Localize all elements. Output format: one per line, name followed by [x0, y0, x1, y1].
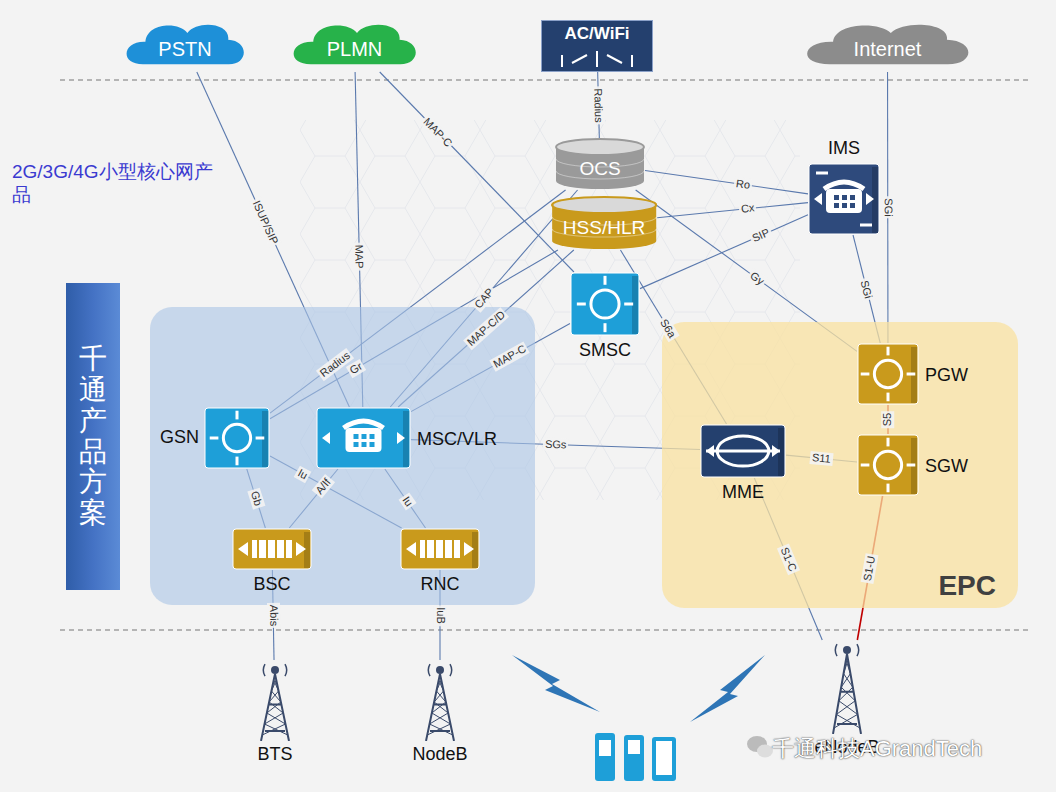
interface-label: MAP-C/D: [463, 307, 509, 350]
label-holder: RNC: [380, 574, 500, 595]
phones: [595, 733, 676, 781]
label-holder: 千通科技AGrandTech: [772, 734, 982, 764]
tower-icon: [245, 660, 305, 741]
interface-label: Cx: [738, 201, 757, 216]
box-label: AC/WiFi: [542, 21, 652, 44]
node-label: GSN: [160, 427, 199, 448]
section-title: 2G/3G/4G小型核心网产品: [12, 160, 227, 206]
internet-cloud: Internet: [805, 20, 970, 72]
interface-label: Iu: [398, 492, 416, 510]
interface-label: SGs: [543, 438, 569, 452]
interface-label: MAP-C: [420, 113, 457, 150]
pstn-cloud: PSTN: [125, 20, 245, 72]
cloud-label: PLMN: [327, 32, 383, 61]
interface-label: IuB: [433, 605, 446, 626]
nodeb-tower: NodeB: [410, 660, 470, 765]
node-label: MSC/VLR: [417, 429, 497, 450]
node-label: BSC: [212, 574, 332, 595]
cloud-label: PSTN: [158, 32, 211, 61]
label-holder: PGW: [925, 365, 968, 386]
sgw-router-shape: [857, 434, 919, 496]
bts-tower: BTS: [245, 660, 305, 765]
rnc-box: RNC: [400, 528, 480, 570]
interface-label: S1-C: [777, 543, 800, 575]
site-label: NodeB: [390, 744, 490, 765]
node-label: SMSC: [550, 340, 660, 361]
radio-bolts: [512, 655, 765, 722]
label-holder: GSN: [160, 427, 199, 448]
gsn-router-shape: [204, 407, 270, 469]
label-holder: IMS: [808, 138, 880, 159]
tower-icon: [815, 640, 879, 734]
mme-box: MME: [700, 424, 786, 478]
label-holder: EPC: [938, 570, 996, 602]
interface-label: Gy: [746, 268, 768, 289]
ocs-cylinder: OCS: [555, 138, 645, 190]
wechat-icon: [747, 736, 773, 758]
rnc-box-shape: [400, 528, 480, 570]
node-label: MME: [680, 482, 806, 503]
product-bar: 千通产品方案: [66, 283, 120, 590]
epc-region: EPC PGW MME SGW: [662, 322, 1018, 608]
hss-hlr-cylinder: HSS/HLR: [551, 196, 657, 250]
cloud-label: Internet: [854, 32, 922, 61]
interface-label: Iu: [294, 465, 312, 483]
label-holder: 2G/3G/4G小型核心网产品: [12, 160, 227, 206]
connector: [380, 72, 574, 272]
interface-label: CAP: [470, 284, 497, 313]
node-label: SGW: [925, 456, 968, 477]
plmn-cloud: PLMN: [292, 20, 417, 72]
interface-label: Abis: [266, 602, 279, 628]
connector: [657, 203, 808, 218]
interface-label: SGi: [858, 277, 876, 302]
watermark: 千通科技AGrandTech: [772, 734, 982, 764]
label-holder: BSC: [212, 574, 332, 595]
pgw-router: PGW: [857, 343, 919, 405]
interface-label: SGi: [881, 196, 894, 218]
interface-label: S11: [810, 451, 834, 466]
bsc-box: BSC: [232, 528, 312, 570]
smsc-router-shape: [570, 272, 640, 336]
ims-switch-shape: [808, 163, 880, 235]
bsc-box-shape: [232, 528, 312, 570]
interface-label: S6a: [656, 315, 679, 342]
interface-label: A/If: [312, 475, 335, 499]
interface-label: Ro: [733, 177, 753, 192]
ims-switch: IMS: [808, 163, 880, 235]
interface-label: SIP: [748, 225, 773, 246]
interface-label: S1-U: [861, 553, 879, 584]
gsn-router: GSN: [204, 407, 270, 469]
tower-icon: [410, 660, 470, 741]
connector: [640, 215, 808, 289]
store-label: OCS: [579, 148, 620, 180]
interface-label: ISUP/SIP: [249, 197, 282, 248]
label-holder: SGW: [925, 456, 968, 477]
sgw-router: SGW: [857, 434, 919, 496]
msc-switch-shape: [316, 407, 411, 469]
pgw-router-shape: [857, 343, 919, 405]
wifi-icon: [542, 47, 652, 71]
node-label: PGW: [925, 365, 968, 386]
interface-label: Radius: [592, 86, 606, 125]
mme-box-shape: [700, 424, 786, 478]
ac-wifi-box: AC/WiFi: [541, 20, 653, 72]
vertical-title: 千通产品方案: [79, 344, 107, 529]
connector: [645, 170, 808, 193]
interface-label: MAP: [352, 242, 366, 270]
store-label: HSS/HLR: [563, 207, 645, 239]
label-holder: MSC/VLR: [417, 429, 497, 450]
node-label: IMS: [808, 138, 880, 159]
region-label: EPC: [938, 570, 996, 602]
interface-label: S5: [882, 411, 895, 428]
label-holder: MME: [680, 482, 806, 503]
smsc-router: SMSC: [570, 272, 640, 336]
interface-label: Gb: [247, 488, 265, 510]
site-label: BTS: [225, 744, 325, 765]
label-holder: SMSC: [550, 340, 660, 361]
msc-switch: MSC/VLR: [316, 407, 411, 469]
interface-label: MAP-C: [489, 342, 530, 373]
node-label: RNC: [380, 574, 500, 595]
